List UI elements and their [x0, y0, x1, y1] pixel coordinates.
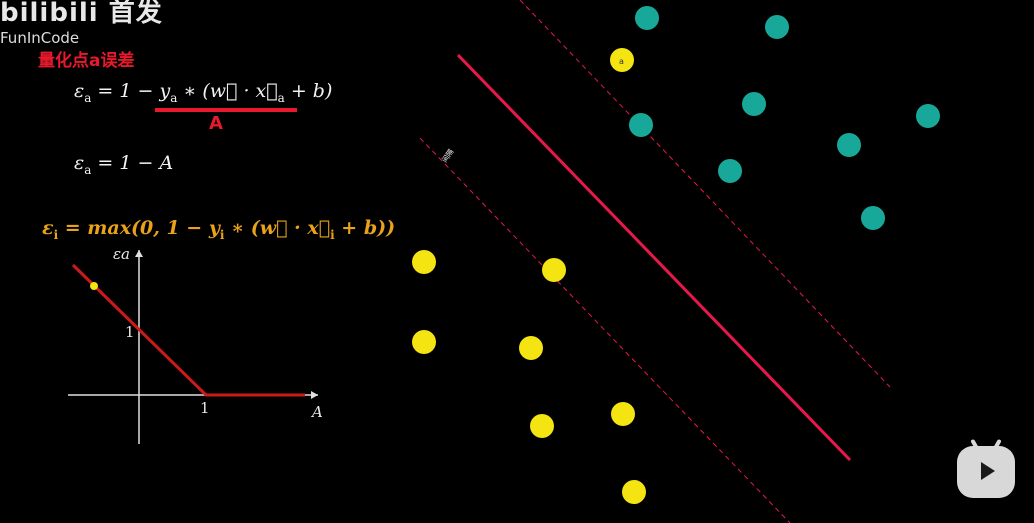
- yellow-point: [542, 258, 566, 282]
- x-axis-label: A: [310, 403, 323, 421]
- teal-point: [861, 206, 885, 230]
- equation-error-a: εa = 1 − ya ∗ (w⃗ · x⃗a + b): [74, 80, 333, 105]
- equation-hinge-loss: εi = max(0, 1 − yi ∗ (w⃗ · x⃗i + b)): [42, 217, 396, 242]
- equation-underline: [155, 108, 297, 112]
- teal-point: [635, 6, 659, 30]
- hinge-plot: εa A 1 1: [68, 245, 323, 444]
- margin-line-lower: [419, 137, 791, 523]
- equation-error-simplified: εa = 1 − A: [74, 152, 174, 177]
- bilibili-tv-icon[interactable]: [957, 446, 1015, 498]
- teal-point: [765, 15, 789, 39]
- slide-title: 量化点a误差: [38, 51, 135, 71]
- yellow-point-a: [610, 48, 634, 72]
- teal-point: [718, 159, 742, 183]
- yellow-point: [519, 336, 543, 360]
- hinge-loss-line: [71, 263, 305, 397]
- bilibili-logo: bilibili 首发: [0, 0, 163, 28]
- teal-point: [837, 133, 861, 157]
- teal-point: [916, 104, 940, 128]
- yellow-point: [412, 330, 436, 354]
- y-axis-label: εa: [113, 245, 130, 263]
- x-axis-arrow: [311, 391, 318, 399]
- teal-point: [742, 92, 766, 116]
- point-a-marker: [90, 282, 98, 290]
- teal-point: [629, 113, 653, 137]
- yellow-point: [611, 402, 635, 426]
- decision-boundary-line: [456, 53, 852, 462]
- x-tick-1: 1: [200, 399, 210, 417]
- y-axis-arrow: [135, 250, 143, 257]
- margin-line-upper: [519, 0, 891, 388]
- y-tick-1: 1: [125, 323, 135, 341]
- underline-label-a: A: [209, 113, 223, 134]
- channel-name: FunInCode: [0, 29, 80, 47]
- yellow-point: [412, 250, 436, 274]
- play-icon: [981, 462, 995, 480]
- yellow-point: [530, 414, 554, 438]
- yellow-point: [622, 480, 646, 504]
- point-a-label: a: [619, 57, 624, 66]
